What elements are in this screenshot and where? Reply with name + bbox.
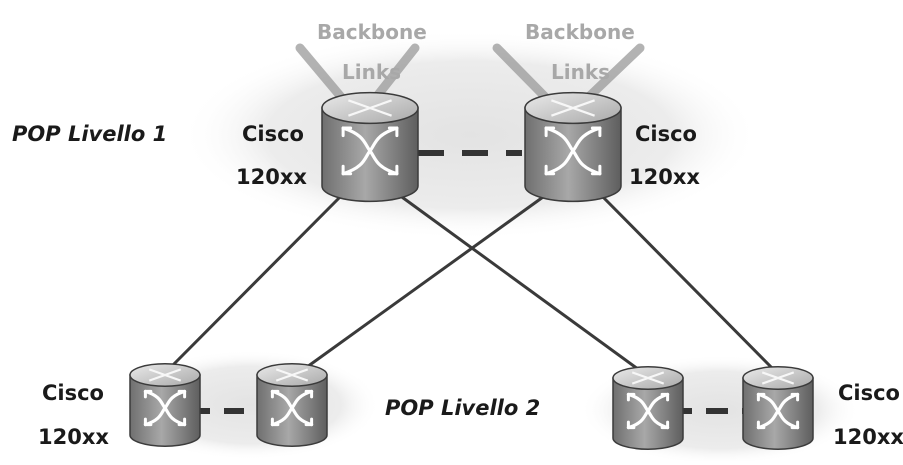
backbone-left-line1: Backbone [317,20,427,44]
uplinks [166,190,778,374]
core-left-router-icon [321,91,419,203]
pop-level-2-label: POP Livello 2 [385,396,541,420]
backbone-right-line1: Backbone [525,20,635,44]
core-right-router-model: 120xx [629,165,700,189]
core-left-router-model: 120xx [236,165,307,189]
core-right-router-name: Cisco [635,122,697,146]
edge-left-router-name: Cisco [42,381,104,405]
edge-left-router-model: 120xx [38,425,109,449]
backbone-left-line2: Links [342,60,402,84]
pop-level-1-label: POP Livello 1 [12,122,168,146]
edge-right-router-model: 120xx [833,425,903,449]
backbone-right-line2: Links [551,60,611,84]
edge-left-2-router-icon [256,363,328,447]
edge-right-1-router-icon [612,366,684,450]
edge-left-1-router-icon [129,363,201,447]
core-right-router-icon [524,91,622,203]
edge-right-router-name: Cisco [838,381,900,405]
edge-right-2-router-icon [742,366,814,450]
routers [129,91,814,450]
core-left-router-name: Cisco [242,122,304,146]
